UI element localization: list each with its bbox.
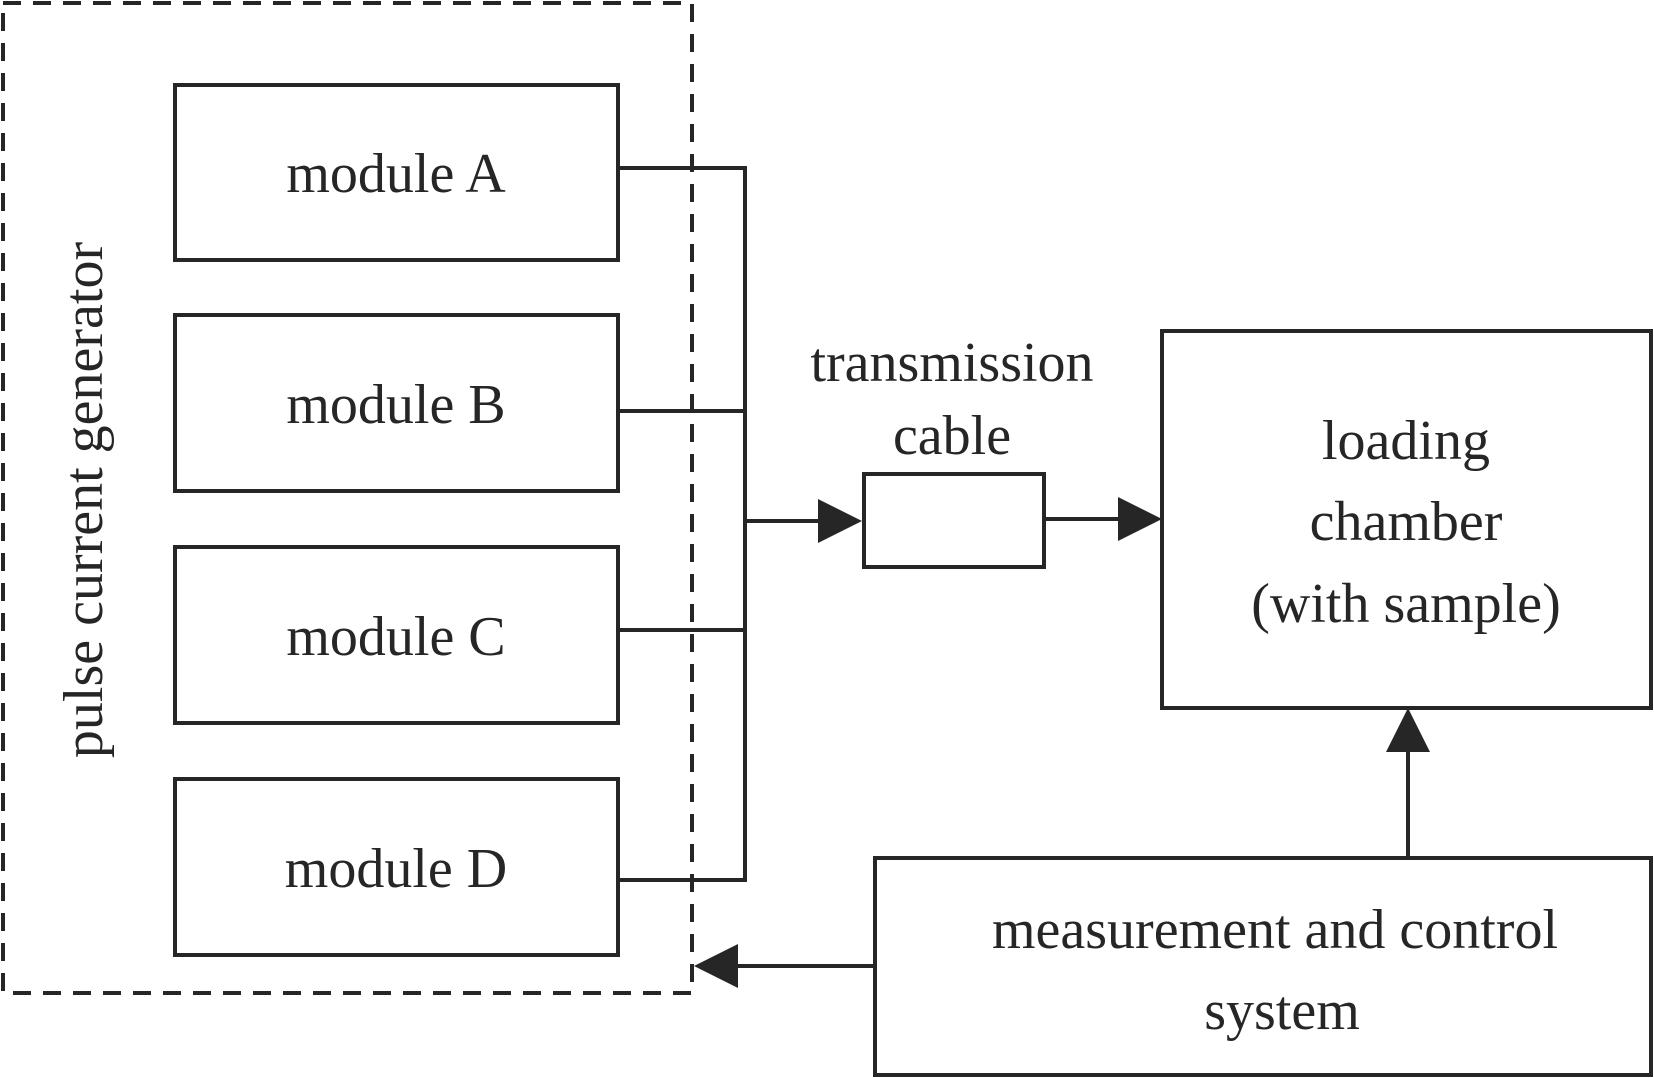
cable-to-chamber-arrow [1044, 497, 1162, 541]
bus-to-cable-arrowhead [818, 499, 862, 543]
transmission-cable-label-line2: cable [893, 405, 1011, 467]
module-b-box [173, 313, 620, 493]
measurement-control-system-box [873, 856, 1653, 1077]
measurement-control-system-label-line1: measurement and control [992, 899, 1558, 961]
module-a-box [173, 83, 620, 262]
module-b-label: module B [286, 374, 505, 436]
pulse-current-generator-boundary [1, 1, 694, 995]
module-c: module C [173, 545, 620, 725]
measurement-control-system: measurement and control system [873, 856, 1653, 1077]
transmission-cable: transmission cable [810, 332, 1094, 569]
module-b: module B [173, 313, 620, 493]
bus-to-cable-arrow [745, 499, 862, 543]
loading-chamber: loading chamber (with sample) [1160, 329, 1653, 710]
module-c-box [173, 545, 620, 725]
measurement-to-chamber-arrowhead [1386, 708, 1430, 752]
module-d-box [173, 777, 620, 957]
measurement-to-generator-arrow [694, 944, 875, 988]
module-bus-wiring [618, 166, 747, 882]
loading-chamber-box [1160, 329, 1653, 710]
pulse-current-generator-group: pulse current generator [1, 1, 694, 995]
module-d: module D [173, 777, 620, 957]
measurement-to-chamber-arrow [1386, 708, 1430, 858]
loading-chamber-label-line3: (with sample) [1251, 573, 1560, 635]
loading-chamber-label-line1: loading [1322, 410, 1490, 472]
pulse-current-generator-label: pulse current generator [53, 242, 115, 759]
transmission-cable-label-line1: transmission [810, 332, 1093, 394]
measurement-control-system-label-line2: system [1204, 980, 1360, 1042]
cable-to-chamber-arrowhead [1118, 497, 1162, 541]
measurement-to-generator-arrowhead [694, 944, 738, 988]
module-a: module A [173, 83, 620, 262]
module-c-label: module C [286, 606, 505, 668]
module-a-label: module A [286, 143, 506, 205]
module-d-label: module D [285, 838, 507, 900]
loading-chamber-label-line2: chamber [1310, 491, 1503, 553]
transmission-cable-box [862, 472, 1046, 569]
